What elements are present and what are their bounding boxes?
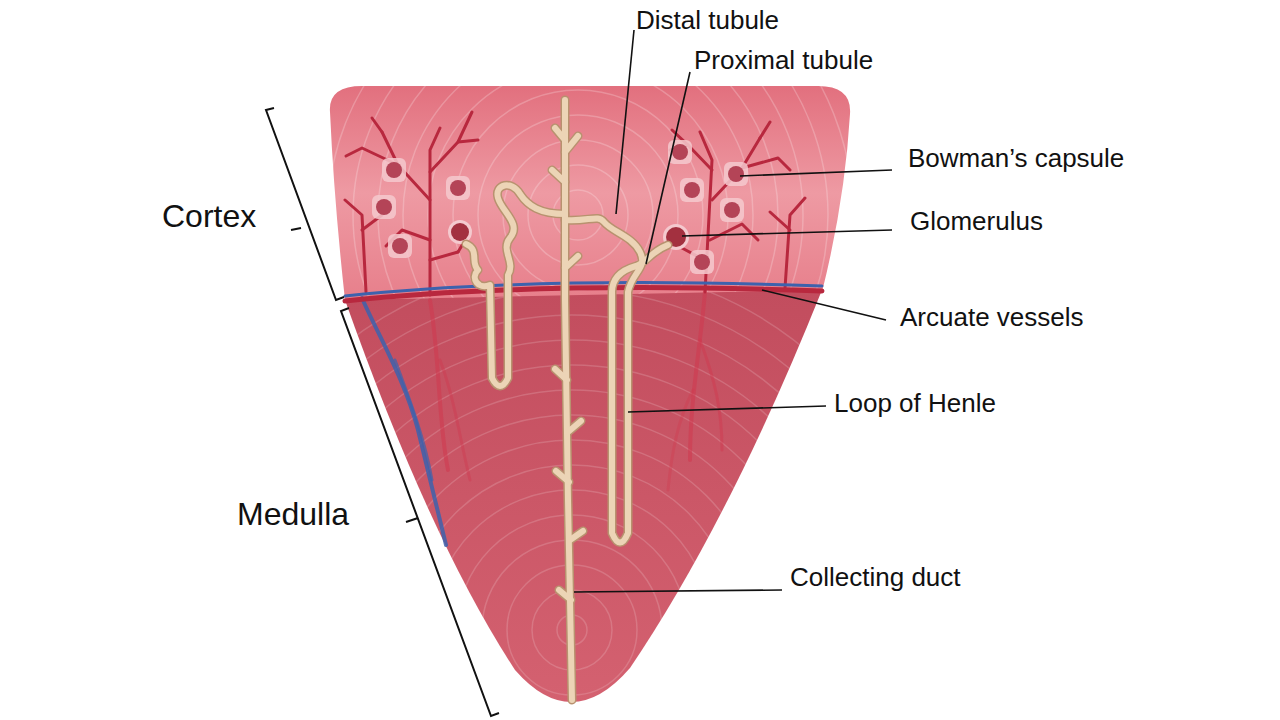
part-label: Distal tubule: [636, 6, 779, 35]
part-label: Bowman’s capsule: [908, 144, 1124, 173]
nephron-tubules: [466, 100, 668, 700]
part-label: Loop of Henle: [834, 389, 996, 418]
part-label: Collecting duct: [790, 563, 961, 592]
part-label: Glomerulus: [910, 207, 1043, 236]
part-label: Arcuate vessels: [900, 303, 1084, 332]
region-brackets: [266, 108, 499, 716]
part-label: Proximal tubule: [694, 46, 873, 75]
glomeruli: [372, 140, 748, 274]
region-label: Medulla: [237, 497, 349, 532]
arcuate-vessels: [345, 283, 822, 301]
leader-lines: [574, 30, 892, 592]
medulla-vessels: [362, 292, 722, 545]
region-label: Cortex: [162, 199, 256, 234]
